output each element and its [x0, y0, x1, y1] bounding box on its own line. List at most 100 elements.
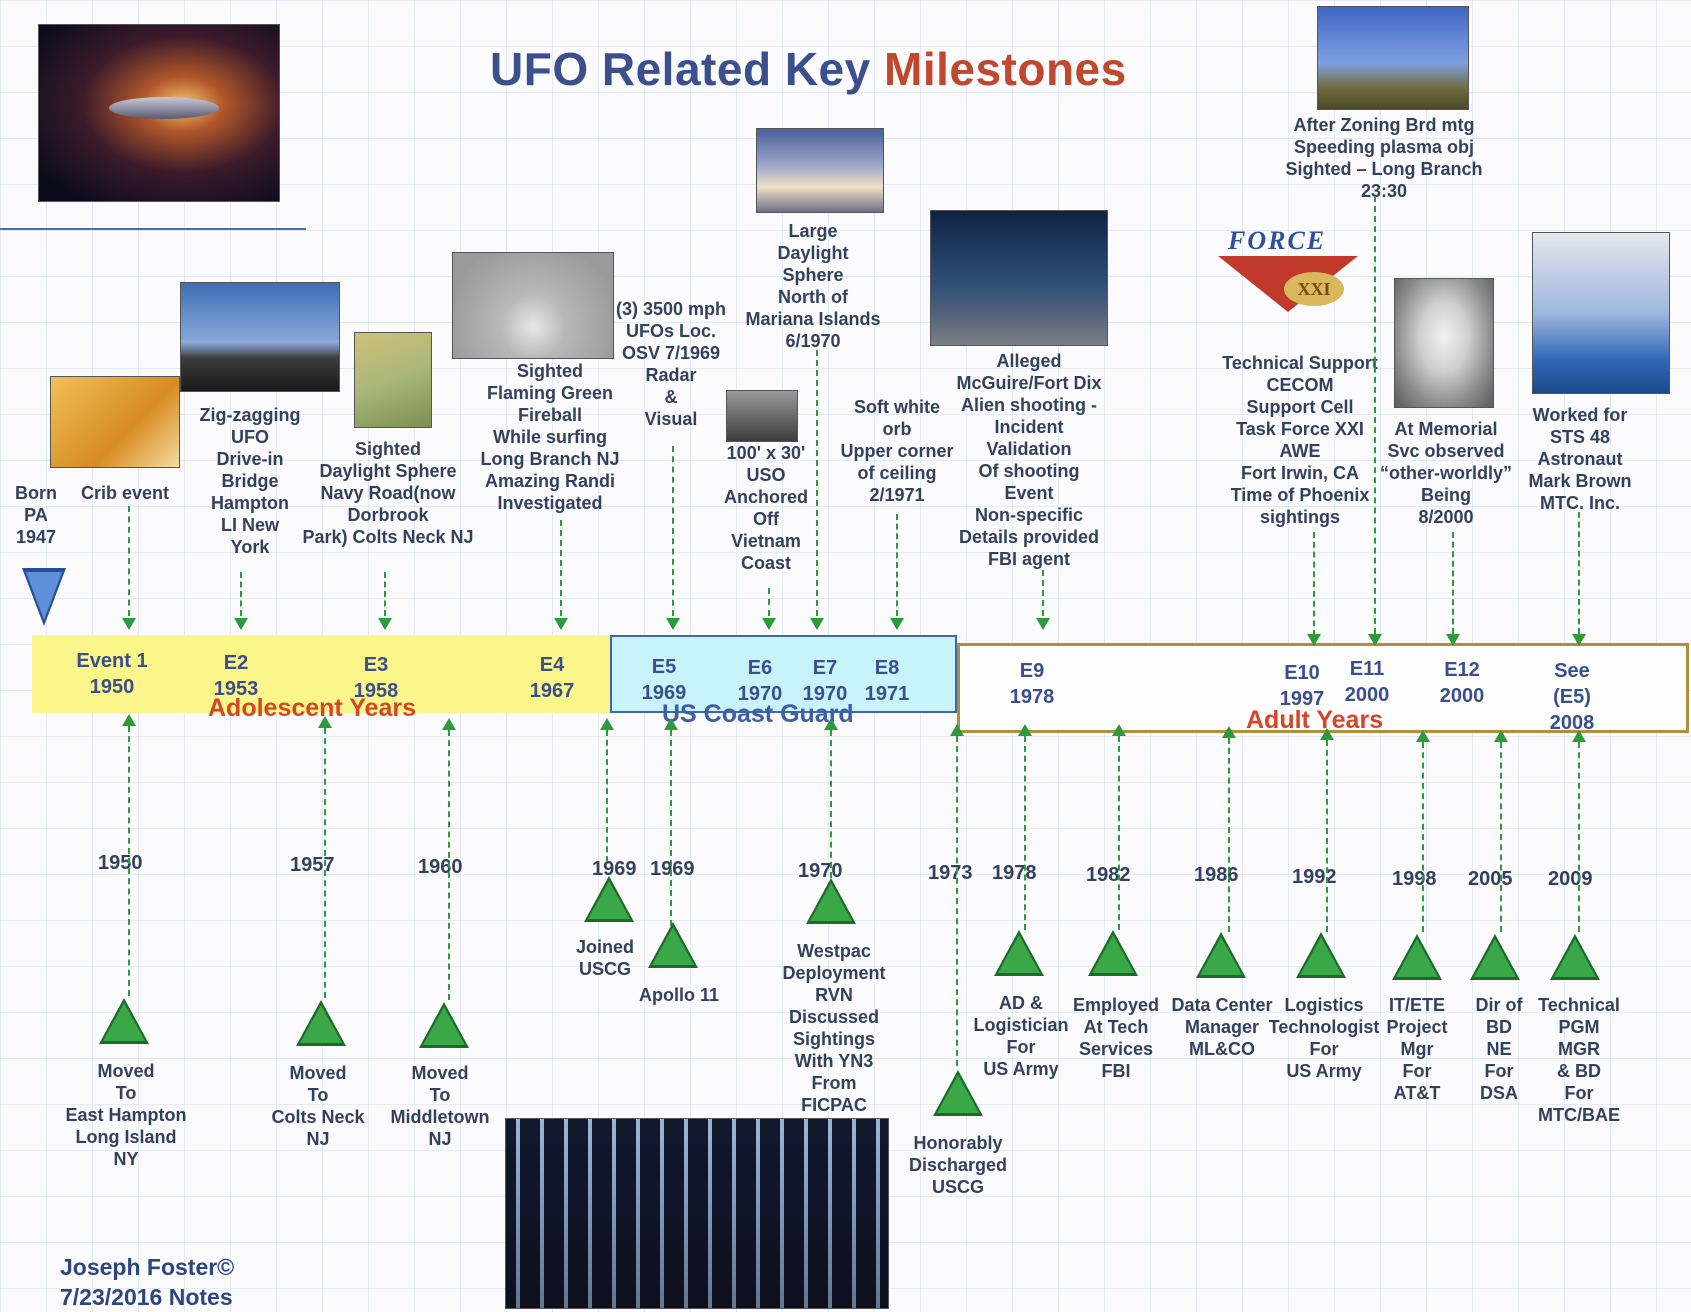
label-e6: 100' x 30' USO Anchored Off Vietnam Coas… — [723, 443, 808, 573]
header-divider — [0, 228, 306, 230]
arrow-up-1986 — [1222, 726, 1236, 738]
milestone-triangle — [296, 1000, 346, 1046]
arrow-e4 — [554, 618, 568, 630]
arrow-up-1998 — [1416, 730, 1430, 742]
label-e12: At Memorial Svc observed “other-worldly”… — [1379, 419, 1512, 527]
milestone-year: 1978 — [992, 862, 1037, 884]
label-e3: Sighted Daylight Sphere Navy Road(now Do… — [302, 439, 474, 547]
connector-2009 — [1578, 742, 1580, 932]
milestone-label: Honorably Discharged USCG — [908, 1133, 1008, 1197]
milestone-triangle — [648, 922, 698, 968]
milestone-label: Moved To East Hampton Long Island NY — [65, 1061, 187, 1169]
band-label-adolescent: Adolescent Years — [208, 694, 416, 722]
author-credit: Joseph Foster© 7/23/2016 Notes — [60, 1254, 235, 1310]
label-e5: (3) 3500 mph UFOs Loc. OSV 7/1969 Radar … — [615, 299, 727, 429]
milestone-label: Employed At Tech Services FBI — [1072, 995, 1160, 1081]
milestone-year: 1969 — [592, 858, 637, 880]
arrow-e10 — [1307, 634, 1321, 646]
milestone-triangle — [584, 876, 634, 922]
connector-discharged — [956, 736, 958, 1066]
label-born: Born PA 1947 — [15, 483, 57, 547]
arrow-up-1960 — [442, 718, 456, 730]
milestone-triangle — [1550, 934, 1600, 980]
band-coast-guard — [610, 635, 957, 713]
uscg-group-photo — [505, 1118, 889, 1309]
connector-e12 — [1452, 532, 1454, 634]
mariana-sky-image — [756, 128, 884, 213]
vietnam-coast-image — [726, 390, 798, 442]
ufo-space-image — [38, 24, 280, 202]
band-adolescent — [32, 635, 610, 713]
connector-1982 — [1118, 736, 1120, 930]
arrow-up-1992 — [1320, 728, 1334, 740]
label-e2: Zig-zagging UFO Drive-in Bridge Hampton … — [199, 405, 301, 557]
milestone-label: Westpac Deployment RVN Discussed Sightin… — [782, 941, 886, 1115]
connector-joined — [606, 730, 608, 862]
long-branch-landscape-image — [1317, 6, 1469, 110]
label-e11: After Zoning Brd mtg Speeding plasma obj… — [1285, 115, 1483, 201]
milestone-year: 1960 — [418, 856, 463, 878]
milestone-year: 1969 — [650, 858, 695, 880]
fort-dix-image — [930, 210, 1108, 346]
milestone-triangle — [933, 1070, 983, 1116]
milestone-label: Joined USCG — [575, 937, 634, 979]
milestone-triangle — [994, 930, 1044, 976]
arrow-e11 — [1368, 634, 1382, 646]
connector-1960 — [448, 730, 450, 1000]
band-label-coast-guard: US Coast Guard — [662, 700, 854, 728]
born-marker — [22, 568, 66, 626]
connector-e4 — [560, 520, 562, 616]
milestone-label: Data Center Manager ML&CO — [1171, 995, 1273, 1059]
milestone-triangle — [419, 1002, 469, 1048]
milestone-label: Moved To Colts Neck NJ — [271, 1063, 365, 1149]
milestone-triangle — [1196, 932, 1246, 978]
arrow-e6 — [762, 618, 776, 630]
drive-in-image — [180, 282, 340, 392]
fireball-image — [452, 252, 614, 359]
arrow-up-1957 — [318, 716, 332, 728]
page-title: UFO Related Key Milestones — [490, 43, 1127, 95]
milestone-label: IT/ETE Project Mgr For AT&T — [1386, 995, 1448, 1103]
arrow-e12 — [1446, 634, 1460, 646]
arrow-up-joined — [600, 718, 614, 730]
ufo-shape — [109, 97, 219, 119]
milestone-label: AD & Logistician For US Army — [973, 993, 1069, 1079]
connector-e11 — [1374, 196, 1376, 634]
connector-1950 — [128, 726, 130, 996]
connector-2005 — [1500, 742, 1502, 932]
milestone-year: 2005 — [1468, 868, 1513, 890]
milestone-triangle — [1470, 934, 1520, 980]
arrow-e13 — [1572, 634, 1586, 646]
connector-1957 — [324, 728, 326, 998]
milestone-triangle — [99, 998, 149, 1044]
arrow-up-1950 — [122, 714, 136, 726]
event-see-e5: See(E5) 2008 — [1549, 660, 1595, 734]
band-adult — [957, 643, 1689, 733]
arrow-up-2005 — [1494, 730, 1508, 742]
milestone-year: 1973 — [928, 862, 973, 884]
crib-image — [50, 376, 180, 468]
force-xxi-logo: FORCE XXI — [1218, 226, 1368, 326]
connector-apollo — [670, 730, 672, 926]
label-e10: Technical Support CECOM Support Cell Tas… — [1222, 353, 1378, 527]
arrow-e3 — [378, 618, 392, 630]
navy-road-image — [354, 332, 432, 428]
connector-e7 — [816, 350, 818, 616]
connector-e13 — [1578, 512, 1580, 634]
connector-westpac — [830, 730, 832, 878]
connector-e6 — [768, 588, 770, 616]
band-label-adult: Adult Years — [1246, 706, 1384, 734]
arrow-e5 — [666, 618, 680, 630]
connector-crib — [128, 506, 130, 616]
label-crib-event: Crib event — [80, 483, 170, 503]
astronaut-image — [1532, 232, 1670, 394]
